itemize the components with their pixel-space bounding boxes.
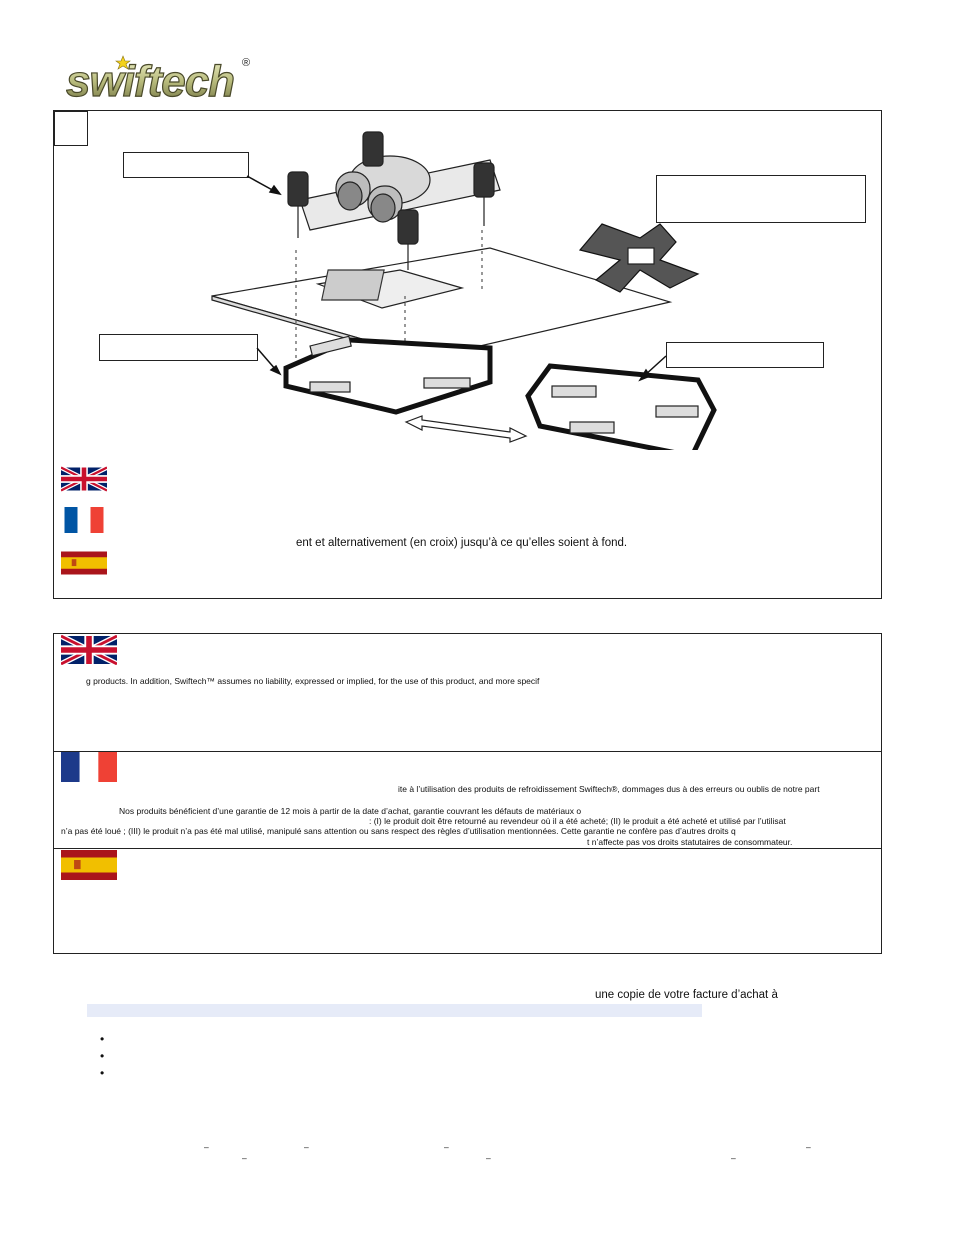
warranty-text-fr-3: : (I) le produit doit être retourné au r… <box>369 816 786 826</box>
warranty-text-fr-1: ite à l’utilisation des produits de refr… <box>398 784 820 794</box>
footer-mark: – <box>304 1142 309 1152</box>
footer-mark: – <box>486 1153 491 1163</box>
registered-mark: ® <box>242 57 250 69</box>
callout-top-left <box>123 152 249 178</box>
spain-flag-icon <box>61 850 117 880</box>
list-item: • <box>100 1032 111 1046</box>
warranty-text-en: g products. In addition, Swiftech™ assum… <box>86 676 540 686</box>
bullet-list: • • • <box>100 1032 500 1083</box>
uk-flag-icon <box>61 466 107 492</box>
list-item: • <box>100 1066 111 1080</box>
warranty-text-fr-5: t n’affecte pas vos droits statutaires d… <box>587 837 793 847</box>
backplate-frame-left <box>283 335 493 415</box>
france-flag-icon <box>64 507 104 533</box>
footer-mark: – <box>731 1153 736 1163</box>
callout-mid-left <box>99 334 258 361</box>
step-number-box <box>54 111 88 146</box>
warranty-divider-1 <box>53 751 881 752</box>
footer-mark: – <box>806 1142 811 1152</box>
callout-mid-right <box>666 342 824 368</box>
warranty-divider-2 <box>53 848 881 849</box>
invoice-text: une copie de votre facture d’achat à <box>595 989 778 1001</box>
callout-top-right <box>656 175 866 223</box>
water-block <box>287 131 501 270</box>
warranty-panel <box>53 633 882 954</box>
motherboard-plate <box>211 247 673 359</box>
spain-flag-icon <box>61 551 107 575</box>
footer-mark: – <box>204 1142 209 1152</box>
footer-mark: – <box>242 1153 247 1163</box>
backplate-frame-right <box>525 363 717 450</box>
footer-mark: – <box>444 1142 449 1152</box>
list-item: • <box>100 1049 111 1063</box>
warranty-text-fr-4: n’a pas été loué ; (III) le produit n’a … <box>61 826 736 836</box>
france-flag-icon <box>61 752 117 782</box>
swiftech-logo: swiftech ® <box>66 55 250 106</box>
install-text-fr: ent et alternativement (en croix) jusqu’… <box>296 537 628 549</box>
swap-arrow <box>404 415 528 443</box>
warranty-text-fr-2: Nos produits bénéficient d’une garantie … <box>119 806 582 816</box>
uk-flag-icon <box>61 635 117 665</box>
svg-text:swiftech: swiftech <box>66 57 234 106</box>
highlight-bar <box>87 1004 702 1017</box>
x-mounting-bracket <box>578 223 700 293</box>
installation-diagram <box>211 131 717 450</box>
